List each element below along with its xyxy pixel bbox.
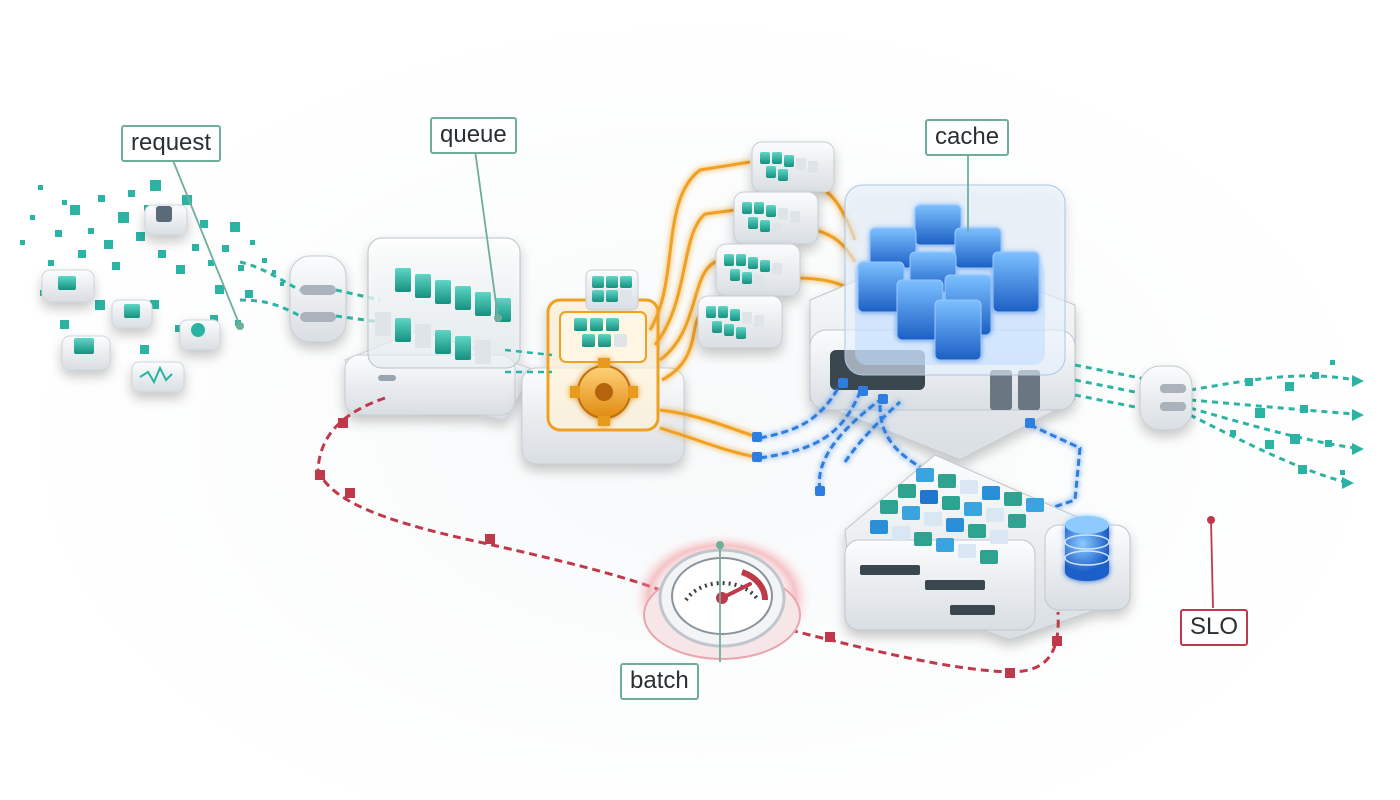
queue-to-batcher-flow [504,348,553,374]
input-connector [289,255,347,343]
client-device-tiles [41,204,221,393]
label-queue: queue [430,117,517,154]
database-icon [1064,516,1110,581]
gear-icon [570,358,638,426]
queue-items [375,268,511,364]
blue-routing-lines [759,384,1082,512]
output-stream [1074,363,1356,484]
label-request: request [121,125,222,162]
output-connector [1139,365,1193,431]
slo-leader [1210,519,1214,609]
slo-leader-dot [1207,516,1215,524]
label-batch: batch [620,663,699,700]
worker-tray-1 [751,141,835,193]
worker-tray-3 [715,243,801,297]
cache-blocks [857,204,1040,361]
label-cache: cache [925,119,1010,156]
worker-tray-2 [733,191,819,245]
batch-block-stack [574,269,639,347]
output-arrowheads [1342,375,1364,489]
slo-loop-markers [315,418,1062,678]
callout-leader-dots [236,314,724,549]
memory-grid-cells [870,468,1044,564]
slo-feedback-loop [316,396,1060,674]
gauge-icon [630,532,814,664]
worker-tray-4 [697,295,783,349]
blue-connectors [752,378,1035,496]
output-particles [1230,360,1345,475]
callout-leaders [171,149,969,662]
queue-module [344,237,536,421]
label-slo: SLO [1180,609,1249,646]
